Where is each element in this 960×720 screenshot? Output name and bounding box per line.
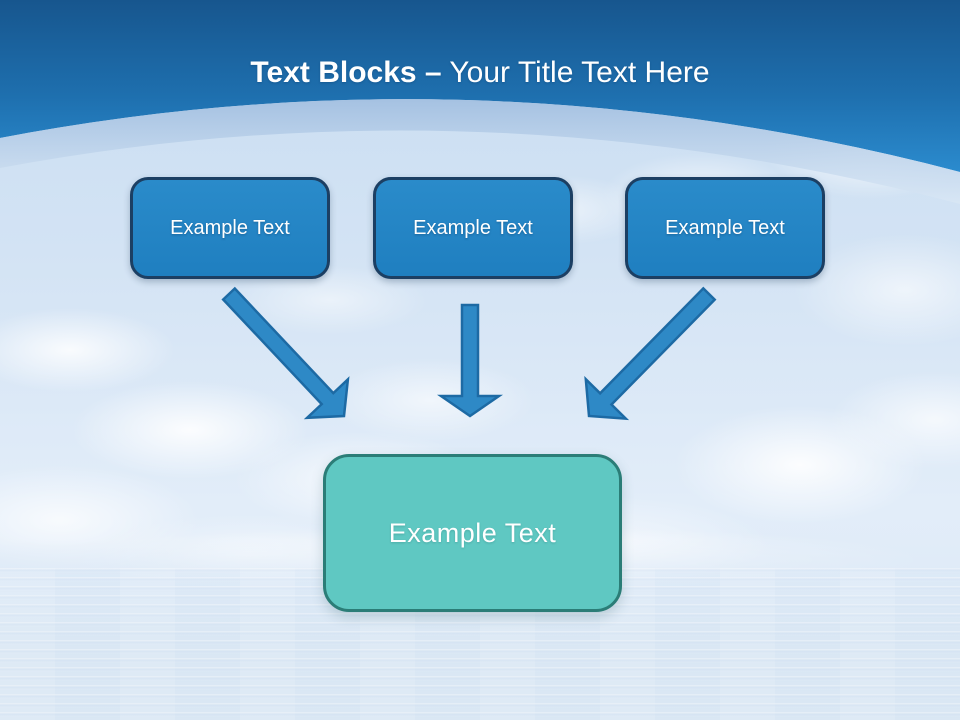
text-block-1[interactable]: Example Text xyxy=(130,177,330,279)
header-curve xyxy=(0,0,960,204)
header-light-band xyxy=(0,99,960,204)
summary-block[interactable]: Example Text xyxy=(323,454,622,612)
text-block-3[interactable]: Example Text xyxy=(625,177,825,279)
header-blue-shape xyxy=(0,0,960,172)
slide-title[interactable]: Text Blocks – Your Title Text Here xyxy=(0,53,960,93)
text-block-2-label: Example Text xyxy=(413,216,533,239)
arrow-down-right-icon[interactable] xyxy=(221,286,350,420)
title-bold-text: Text Blocks – xyxy=(250,56,442,89)
summary-block-label: Example Text xyxy=(388,517,557,548)
title-regular-text: Your Title Text Here xyxy=(449,56,710,89)
arrow-down-left-icon[interactable] xyxy=(584,286,717,421)
text-block-2[interactable]: Example Text xyxy=(373,177,573,279)
text-block-1-label: Example Text xyxy=(170,216,290,239)
arrow-down-icon[interactable] xyxy=(436,303,504,418)
text-block-3-label: Example Text xyxy=(665,216,785,239)
